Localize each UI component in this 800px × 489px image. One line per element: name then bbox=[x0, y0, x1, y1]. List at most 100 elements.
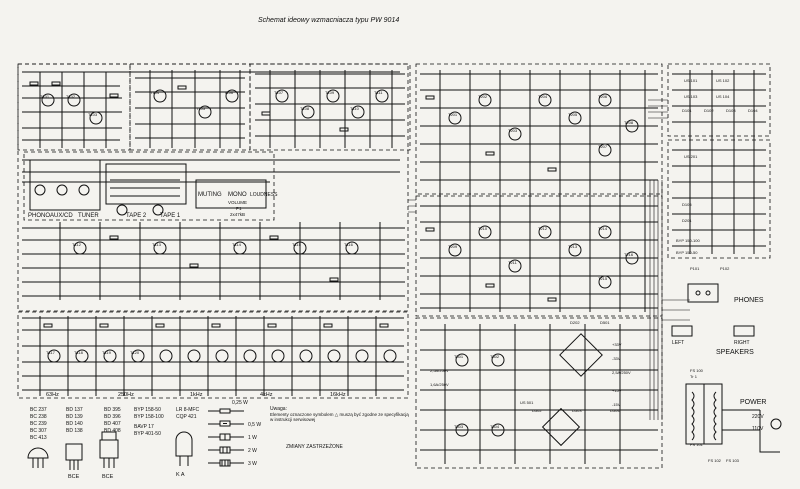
component-label: T212 bbox=[538, 226, 548, 231]
component-label: T208 bbox=[624, 120, 634, 125]
resistor-legend-item: 0,5 W bbox=[248, 422, 261, 428]
input-selector: PHONO AUX/CD TUNER TAPE 2 TAPE 1 MUTING … bbox=[23, 151, 278, 221]
pin-label-to126: BCE bbox=[68, 474, 80, 480]
package-to92 bbox=[27, 447, 49, 468]
component-label: T105 bbox=[196, 106, 206, 111]
package-to220 bbox=[99, 431, 119, 468]
component-label: D504 bbox=[610, 408, 620, 413]
component-label: -33V bbox=[612, 356, 621, 361]
type-list-3: BYP 158-50 BYP 158-100 bbox=[134, 407, 164, 420]
transistor-package-legend: BC 237 BC 238 BC 239 BC 307 BC 413 BD 13… bbox=[27, 407, 199, 480]
component-label: +33V bbox=[612, 342, 622, 347]
component-label: T101 bbox=[40, 94, 50, 99]
component-label: T216 bbox=[624, 252, 634, 257]
component-label: T201 bbox=[448, 112, 458, 117]
component-label: T213 bbox=[568, 244, 578, 249]
power-amp-section bbox=[415, 63, 663, 317]
component-label: D202 bbox=[570, 320, 580, 325]
component-label: T501 bbox=[454, 354, 464, 359]
type-list-item: BYP 401-50 bbox=[134, 431, 161, 437]
notes-block: Uwaga: Elementy oznaczone symbolem △ mus… bbox=[270, 406, 409, 450]
type-list-item: BD 408 bbox=[104, 428, 121, 434]
component-label: T109 bbox=[325, 90, 335, 95]
component-label: T107 bbox=[274, 90, 284, 95]
component-label: D101 bbox=[682, 108, 692, 113]
power-label: POWER bbox=[740, 399, 766, 406]
notes-heading: Uwaga: bbox=[270, 406, 287, 412]
pin-label-to220: BCE bbox=[102, 474, 114, 480]
type-list-item: LR 8-MFC bbox=[176, 407, 199, 413]
component-label: D502 bbox=[532, 408, 542, 413]
type-list-item: BC 307 bbox=[30, 428, 47, 434]
pin-label-led: K A bbox=[176, 472, 185, 478]
type-list-item: BD 139 bbox=[66, 414, 83, 420]
fuse-label: FS 102 bbox=[708, 458, 722, 463]
component-label: T202 bbox=[478, 94, 488, 99]
type-list-4: BAVP 17 BYP 401-50 bbox=[134, 424, 161, 437]
component-label: 1,6A/250V bbox=[430, 382, 449, 387]
package-to126 bbox=[65, 443, 83, 470]
component-label: T103 bbox=[88, 112, 98, 117]
eq-band-4khz: 4kHz bbox=[260, 392, 273, 398]
mains-110v: 110V bbox=[752, 426, 764, 432]
component-label: US 201 bbox=[684, 154, 698, 159]
component-label: T502 bbox=[490, 354, 500, 359]
component-label: T114 bbox=[232, 242, 242, 247]
component-label: US 501 bbox=[520, 400, 534, 405]
volume-value: 2x47kB bbox=[230, 212, 245, 217]
type-list-item: BC 237 bbox=[30, 407, 47, 413]
resistor-legend-item: 0,25 W bbox=[232, 400, 248, 406]
component-label: US 103 bbox=[684, 94, 698, 99]
component-label: T118 bbox=[74, 350, 84, 355]
notes-footer: ZMIANY ZASTRZEŻONE bbox=[286, 443, 344, 450]
type-list-item: BD 395 bbox=[104, 407, 121, 413]
eq-band-1khz: 1kHz bbox=[190, 392, 203, 398]
type-list-item: BD 407 bbox=[104, 421, 121, 427]
equalizer-section: 63Hz 250Hz 1kHz 4kHz 16kHz bbox=[17, 311, 409, 399]
phones-label: PHONES bbox=[734, 297, 764, 304]
type-list-item: BYP 158-50 bbox=[134, 407, 161, 413]
component-label: P101 bbox=[690, 266, 700, 271]
component-label: T110 bbox=[350, 106, 360, 111]
eq-band-16khz: 16kHz bbox=[330, 392, 346, 398]
component-label: 2,5A/250V bbox=[430, 368, 449, 373]
type-list-item: BYP 158-100 bbox=[134, 414, 164, 420]
component-label: T209 bbox=[448, 244, 458, 249]
component-label: T504 bbox=[490, 424, 500, 429]
component-label: T115 bbox=[292, 242, 302, 247]
component-label: T211 bbox=[508, 260, 518, 265]
type-list-item: BD 138 bbox=[66, 428, 83, 434]
input-label-tape2: TAPE 2 bbox=[126, 213, 147, 219]
component-label: D104 bbox=[748, 108, 758, 113]
volume-ref: P1 bbox=[236, 206, 242, 211]
component-label: D105 bbox=[682, 202, 692, 207]
component-label: Tr 1 bbox=[690, 374, 698, 379]
type-list-item: BAVP 17 bbox=[134, 424, 154, 430]
component-label: T214 bbox=[598, 226, 608, 231]
component-label: T119 bbox=[102, 350, 112, 355]
type-list-2: BD 395 BD 396 BD 407 BD 408 bbox=[104, 407, 121, 434]
component-label: T207 bbox=[598, 144, 608, 149]
speakers-label: SPEAKERS bbox=[716, 349, 754, 356]
input-label-phono: PHONO bbox=[28, 213, 50, 219]
type-list-5: LR 8-MFC CQP 421 bbox=[176, 407, 199, 420]
component-label: T112 bbox=[72, 242, 82, 247]
switch-label-loudness: LOUDNESS bbox=[250, 192, 278, 198]
power-supply-section bbox=[415, 317, 663, 469]
input-label-tape1: TAPE 1 bbox=[160, 213, 181, 219]
resistor-legend-item: 2 W bbox=[248, 448, 257, 454]
mains-220v: 220V bbox=[752, 414, 764, 420]
package-led bbox=[175, 431, 193, 466]
switch-label-mono: MONO bbox=[228, 192, 247, 198]
preamp-section bbox=[17, 63, 411, 312]
type-list-item: CQP 421 bbox=[176, 414, 197, 420]
output-section: PHONES LEFT RIGHT SPEAKERS POWER 220V 11… bbox=[667, 63, 782, 453]
eq-band-250hz: 250Hz bbox=[118, 392, 134, 398]
component-label: T111 bbox=[374, 90, 383, 95]
component-label: T215 bbox=[598, 276, 608, 281]
component-label: 2,5A/250V bbox=[612, 370, 631, 375]
volume-label: VOLUME bbox=[228, 200, 247, 205]
notes-text: Elementy oznaczone symbolem △ muszą być … bbox=[270, 412, 409, 423]
component-label: P102 bbox=[720, 266, 730, 271]
component-label: D501 bbox=[600, 320, 610, 325]
